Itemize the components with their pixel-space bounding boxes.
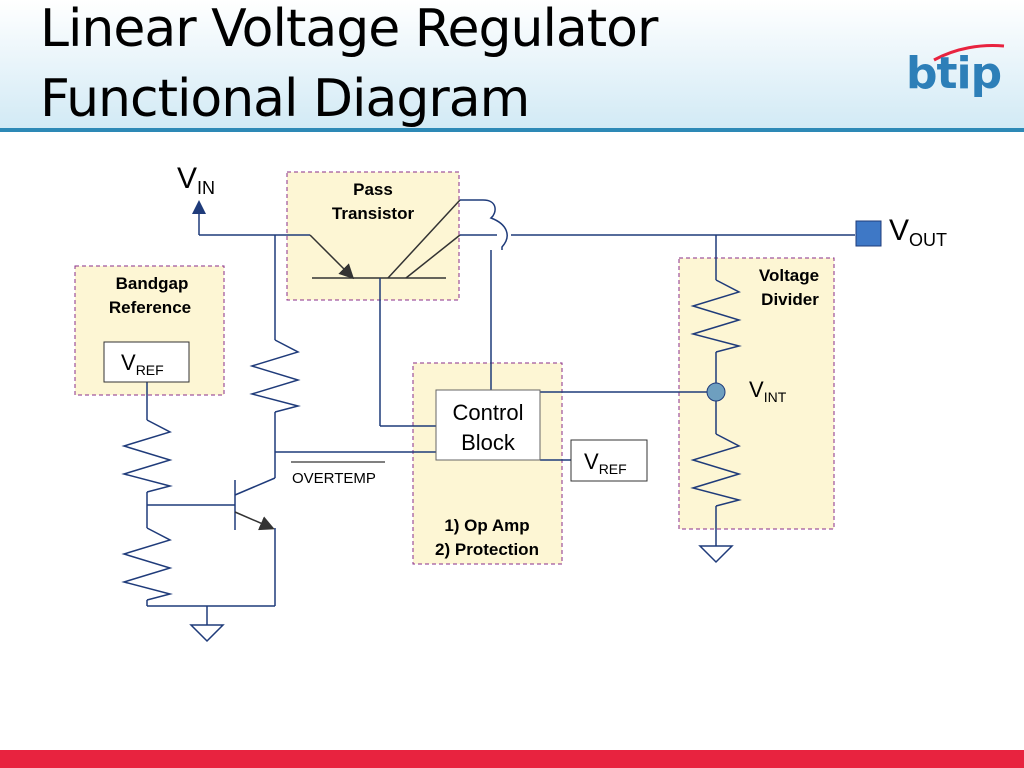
wires xyxy=(121,199,855,625)
logo-swoosh-icon xyxy=(933,44,1005,62)
ground-icon xyxy=(698,545,734,564)
ground-icon xyxy=(189,624,225,643)
vin-label-sub: IN xyxy=(197,178,215,198)
control-note-2: 2) Protection xyxy=(435,540,539,559)
vout-label-sub: OUT xyxy=(909,230,947,250)
bandgap-vref-label: VREF xyxy=(121,350,164,378)
pass-transistor-label-1: Pass xyxy=(353,180,393,199)
title-line-1: Linear Voltage Regulator xyxy=(40,0,658,59)
vint-node-icon xyxy=(706,382,726,402)
header-rule xyxy=(0,128,1024,132)
vref-input-box xyxy=(570,439,648,482)
btip-logo: btip xyxy=(906,40,1006,110)
voltage-divider-label-1: Voltage xyxy=(759,266,819,285)
control-block-box xyxy=(435,389,541,461)
voltage-divider-label-2: Divider xyxy=(761,290,819,309)
control-block-label-1: Control xyxy=(453,400,524,425)
vref-input-main: V xyxy=(584,449,599,474)
vout-label: VOUT xyxy=(889,214,947,250)
pass-transistor-label-2: Transistor xyxy=(332,204,415,223)
bandgap-vref-sub: REF xyxy=(136,362,164,378)
control-note-1: 1) Op Amp xyxy=(444,516,529,535)
bandgap-label-2: Reference xyxy=(109,298,191,317)
bandgap-label-1: Bandgap xyxy=(116,274,189,293)
vin-label-main: V xyxy=(177,162,197,195)
slide-header xyxy=(0,0,1024,128)
logo-text: btip xyxy=(906,48,1002,99)
vref-input-sub: REF xyxy=(599,461,627,477)
vint-label: VINT xyxy=(749,377,787,405)
vint-label-sub: INT xyxy=(764,389,787,405)
vout-terminal-icon xyxy=(855,220,882,247)
vin-label: VIN xyxy=(177,162,215,198)
control-block-label-2: Block xyxy=(461,430,516,455)
title-line-2: Functional Diagram xyxy=(40,69,530,129)
vin-arrow-icon xyxy=(192,200,206,214)
overtemp-label: OVERTEMP xyxy=(292,470,376,487)
footer-bar xyxy=(0,750,1024,768)
vint-label-main: V xyxy=(749,377,764,402)
vref-input-label: VREF xyxy=(584,449,627,477)
vout-label-main: V xyxy=(889,214,909,247)
bandgap-vref-main: V xyxy=(121,350,136,375)
bandgap-vref-box xyxy=(103,341,190,383)
slide-title: Linear Voltage Regulator Functional Diag… xyxy=(40,0,658,134)
